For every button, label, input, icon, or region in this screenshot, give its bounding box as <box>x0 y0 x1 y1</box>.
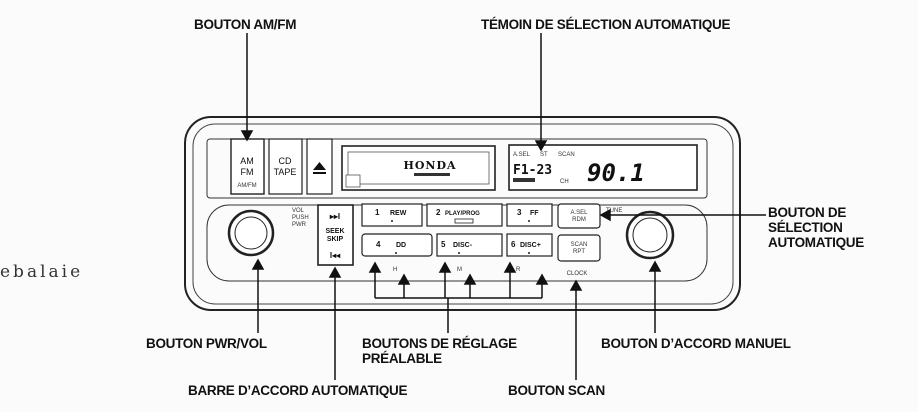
label-line: AUTOMATIQUE <box>768 235 864 250</box>
preset-button-5[interactable]: 5 DISC- <box>436 233 503 257</box>
preset-button-3[interactable]: 3 FF <box>506 203 553 227</box>
svg-text:4: 4 <box>376 240 381 249</box>
seek-text: SEEK <box>325 228 344 235</box>
label-scan-button: BOUTON SCAN <box>508 383 605 398</box>
svg-text:RPT: RPT <box>573 249 585 255</box>
preset-button-2[interactable]: 2 PLAY/PROG <box>426 203 503 227</box>
label-line: PRÉALABLE <box>362 351 442 366</box>
label-auto-tune-bar: BARRE D’ACCORD AUTOMATIQUE <box>188 383 408 398</box>
svg-text:3: 3 <box>517 208 522 217</box>
seek-up-icon: ▸▸I <box>329 212 340 221</box>
svg-text:PWR: PWR <box>292 222 307 228</box>
pwr-vol-knob[interactable] <box>227 209 275 257</box>
am-fm-button[interactable]: AM FM AM/FM <box>230 138 265 195</box>
eject-button[interactable] <box>306 138 333 195</box>
preset-button-4[interactable]: 4 DD <box>361 233 433 257</box>
svg-text:PLAY/PROG: PLAY/PROG <box>445 211 480 217</box>
indicator-scan: SCAN <box>558 152 575 158</box>
svg-text:PUSH: PUSH <box>292 215 309 221</box>
fm-text: FM <box>241 167 254 177</box>
honda-logo: HONDA <box>403 159 456 172</box>
eject-icon <box>313 162 326 170</box>
seek-skip-bar[interactable]: ▸▸I SEEK SKIP I◂◂ <box>317 204 354 266</box>
display-panel: A.SEL ST SCAN F1-23 CH 90.1 <box>508 144 698 191</box>
clock-text: CLOCK <box>567 271 588 277</box>
svg-text:2: 2 <box>436 208 441 217</box>
svg-text:1: 1 <box>375 208 380 217</box>
label-am-fm-button: BOUTON AM/FM <box>194 17 297 32</box>
preset-button-1[interactable]: 1 REW <box>361 203 423 227</box>
label-line: BOUTON DE <box>768 205 847 220</box>
frequency-readout: 90.1 <box>587 159 645 187</box>
tune-text: TUNE <box>606 208 622 214</box>
label-auto-select-button: BOUTON DE SÉLECTION AUTOMATIQUE <box>768 205 864 250</box>
scan-button[interactable]: SCAN RPT <box>557 234 601 262</box>
label-line: SÉLECTION <box>768 220 843 235</box>
svg-text:RDM: RDM <box>572 217 586 223</box>
svg-text:FF: FF <box>530 210 539 217</box>
preset-sub-r: R <box>516 267 521 273</box>
text-fragment: ebalaie <box>0 262 84 282</box>
tune-knob[interactable]: TUNE <box>606 208 675 260</box>
svg-text:6: 6 <box>511 240 516 249</box>
preset-button-6[interactable]: 6 DISC+ <box>506 233 553 257</box>
indicator-st: ST <box>540 152 548 158</box>
svg-text:DISC+: DISC+ <box>520 242 541 249</box>
preset-sub-h: H <box>393 267 397 273</box>
am-text: AM <box>240 156 254 166</box>
skip-text: SKIP <box>327 236 344 243</box>
svg-text:DD: DD <box>396 242 406 249</box>
indicator-asel: A.SEL <box>513 152 531 158</box>
label-auto-select-indicator: TÉMOIN DE SÉLECTION AUTOMATIQUE <box>481 17 731 32</box>
am-fm-sub: AM/FM <box>237 183 256 189</box>
seek-down-icon: I◂◂ <box>330 251 341 260</box>
svg-text:VOL: VOL <box>292 208 305 214</box>
label-line: BOUTONS DE RÉGLAGE <box>362 336 517 351</box>
vol-push-label: VOL PUSH PWR <box>292 208 309 228</box>
svg-text:REW: REW <box>390 210 407 217</box>
preset-sub-m: M <box>457 267 462 273</box>
cd-tape-button[interactable]: CD TAPE <box>268 138 303 195</box>
label-manual-tune-button: BOUTON D’ACCORD MANUEL <box>601 336 791 351</box>
cassette-slot: HONDA <box>341 145 496 191</box>
svg-text:A.SEL: A.SEL <box>570 210 588 216</box>
tape-text: TAPE <box>274 167 297 177</box>
svg-text:5: 5 <box>441 240 446 249</box>
label-preset-buttons: BOUTONS DE RÉGLAGE PRÉALABLE <box>362 336 517 366</box>
leader-lines <box>240 33 766 380</box>
svg-text:DISC-: DISC- <box>453 242 473 249</box>
preset-readout: F1-23 <box>513 163 552 178</box>
auto-select-button[interactable]: A.SEL RDM <box>557 203 601 229</box>
svg-text:SCAN: SCAN <box>571 242 588 248</box>
ch-text: CH <box>560 179 569 185</box>
label-pwr-vol-button: BOUTON PWR/VOL <box>146 336 267 351</box>
cd-text: CD <box>279 156 292 166</box>
